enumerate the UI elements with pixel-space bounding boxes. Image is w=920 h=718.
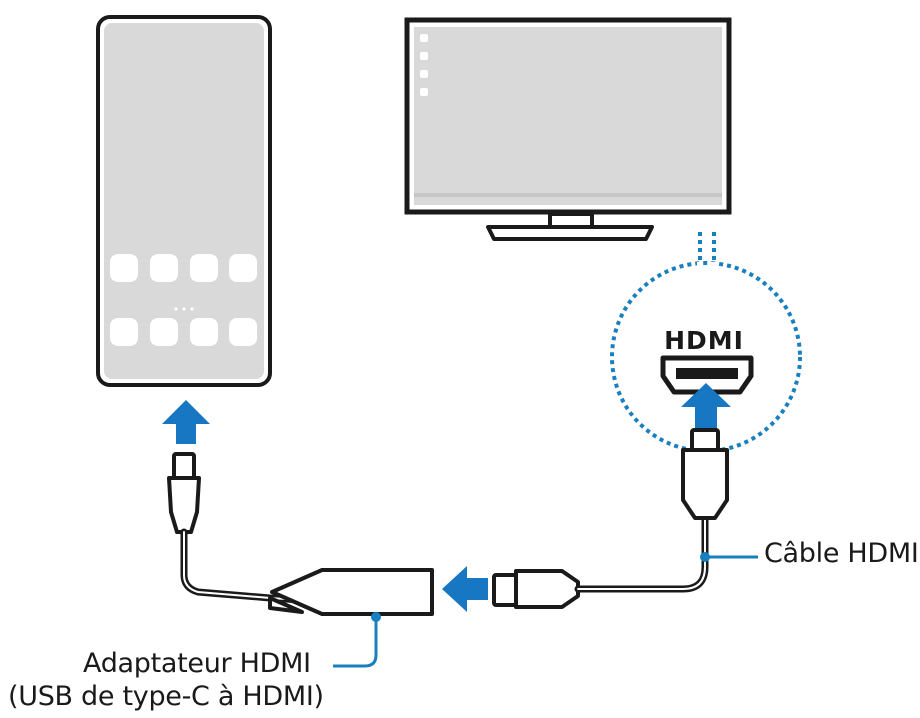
adapter-label-line2: (USB de type-C à HDMI) xyxy=(8,681,324,712)
arrow-up-hdmi-icon xyxy=(681,383,731,428)
app-icon xyxy=(110,318,138,346)
hdmi-port-slot xyxy=(676,368,738,379)
phone-home-icons xyxy=(110,254,257,346)
usb-c-plug xyxy=(167,452,201,534)
hdmi-port xyxy=(660,355,754,395)
adapter-label-line1: Adaptateur HDMI xyxy=(83,648,311,679)
tv-screen xyxy=(414,27,722,205)
app-icon xyxy=(229,254,257,282)
arrow-left-adapter-icon xyxy=(442,566,488,612)
page-indicator-dots xyxy=(174,307,194,311)
hdmi-adapter xyxy=(268,568,434,616)
hdmi-plug-adapter-side xyxy=(492,569,580,609)
app-icon xyxy=(190,254,218,282)
television xyxy=(404,17,732,241)
app-icon xyxy=(229,318,257,346)
app-icon xyxy=(150,318,178,346)
adapter-body xyxy=(270,568,434,616)
tv-taskbar xyxy=(414,193,722,197)
tv-sidebar-dot xyxy=(420,88,428,96)
hdmi-plug-tv-side xyxy=(681,428,729,520)
tv-sidebar-dot xyxy=(420,52,428,60)
tv-sidebar-dot xyxy=(420,34,428,42)
phone-screen xyxy=(104,23,264,379)
hdmi-logo-text: HDMI xyxy=(664,326,744,355)
arrow-up-phone-icon xyxy=(162,400,210,444)
tv-stand-base xyxy=(486,225,654,241)
hdmi-cable-label: Câble HDMI xyxy=(764,538,919,569)
leader-lines xyxy=(333,552,758,668)
app-icon xyxy=(190,318,218,346)
tv-sidebar-dots xyxy=(420,34,428,96)
tv-sidebar-dot xyxy=(420,70,428,78)
app-icon xyxy=(110,254,138,282)
hdmi-cable xyxy=(574,514,709,593)
callout-connector xyxy=(698,232,716,263)
app-icon xyxy=(150,254,178,282)
smartphone xyxy=(96,15,272,387)
